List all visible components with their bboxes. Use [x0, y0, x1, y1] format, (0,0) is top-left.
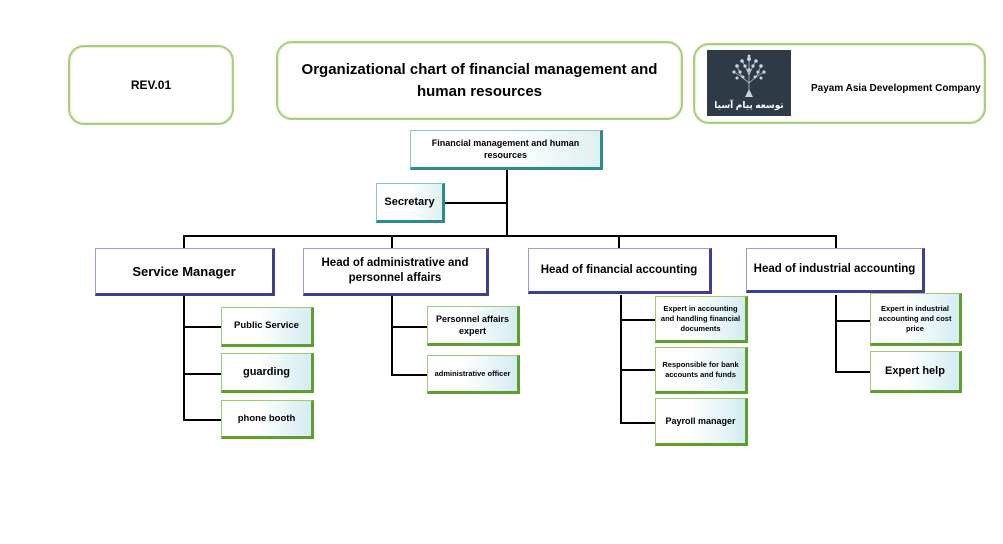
secretary-label: Secretary — [384, 196, 435, 208]
connector-leaf — [835, 371, 870, 373]
connector-leaf — [391, 326, 427, 328]
department-label: Head of industrial accounting — [753, 263, 916, 275]
sub-unit-node: Payroll manager — [655, 398, 748, 446]
chart-title: Organizational chart of financial manage… — [301, 60, 658, 100]
connector-branch-4 — [835, 295, 837, 373]
company-logo: توسعه پیام آسیا — [707, 50, 791, 116]
connector-leaf — [620, 369, 656, 371]
sub-unit-node: guarding — [221, 353, 314, 393]
department-label: Head of financial accounting — [540, 263, 698, 276]
connector-drop-3 — [618, 235, 620, 248]
connector-leaf — [835, 320, 870, 322]
connector-drop-1 — [183, 235, 185, 248]
connector-horizontal-bus — [183, 235, 837, 237]
sub-unit-label: guarding — [242, 366, 291, 378]
root-node-label: Financial management and human resources — [431, 138, 580, 160]
connector-leaf — [183, 326, 221, 328]
chart-title-box: Organizational chart of financial manage… — [276, 41, 683, 120]
sub-unit-node: Public Service — [221, 307, 314, 347]
connector-branch-2 — [391, 295, 393, 376]
sub-unit-label: Expert in accounting and handling financ… — [660, 303, 741, 333]
connector-leaf — [183, 373, 221, 375]
department-label: Head of administrative and personnel aff… — [321, 257, 469, 284]
department-label: Service Manager — [132, 263, 236, 279]
connector-leaf — [620, 319, 656, 321]
department-node: Service Manager — [95, 248, 275, 296]
sub-unit-node: Responsible for bank accounts and funds — [655, 347, 748, 394]
company-box: توسعه پیام آسیا Payam Asia Development C… — [693, 43, 986, 124]
sub-unit-node: Expert in industrial accounting and cost… — [870, 293, 962, 346]
company-name: Payam Asia Development Company — [811, 83, 981, 94]
sub-unit-label: Personnel affairs expert — [435, 314, 510, 336]
connector-branch-3 — [620, 295, 622, 423]
sub-unit-node: Expert help — [870, 351, 962, 393]
sub-unit-node: Personnel affairs expert — [427, 306, 520, 346]
sub-unit-node: administrative officer — [427, 355, 520, 394]
sub-unit-label: phone booth — [237, 412, 296, 424]
logo-text: توسعه پیام آسیا — [714, 100, 784, 110]
connector-root-down — [506, 169, 508, 236]
connector-branch-1 — [183, 295, 185, 421]
sub-unit-label: Public Service — [234, 320, 299, 331]
secretary-node: Secretary — [376, 183, 445, 223]
sub-unit-node: phone booth — [221, 400, 314, 439]
connector-leaf — [620, 422, 656, 424]
department-node: Head of financial accounting — [528, 248, 712, 294]
connector-leaf — [391, 374, 427, 376]
revision-label: REV.01 — [130, 78, 172, 92]
sub-unit-label: administrative officer — [434, 368, 511, 378]
connector-drop-4 — [835, 235, 837, 248]
sub-unit-label: Expert help — [885, 365, 945, 377]
department-node: Head of administrative and personnel aff… — [303, 248, 489, 296]
sub-unit-label: Expert in industrial accounting and cost… — [878, 303, 952, 333]
tree-icon — [732, 54, 766, 97]
root-node: Financial management and human resources — [410, 130, 603, 170]
sub-unit-label: Payroll manager — [665, 416, 736, 426]
department-node: Head of industrial accounting — [746, 248, 925, 293]
connector-drop-2 — [391, 235, 393, 248]
revision-box: REV.01 — [68, 45, 234, 125]
sub-unit-label: Responsible for bank accounts and funds — [662, 359, 739, 379]
sub-unit-node: Expert in accounting and handling financ… — [655, 296, 748, 343]
connector-leaf — [183, 419, 221, 421]
connector-secretary — [444, 202, 507, 204]
